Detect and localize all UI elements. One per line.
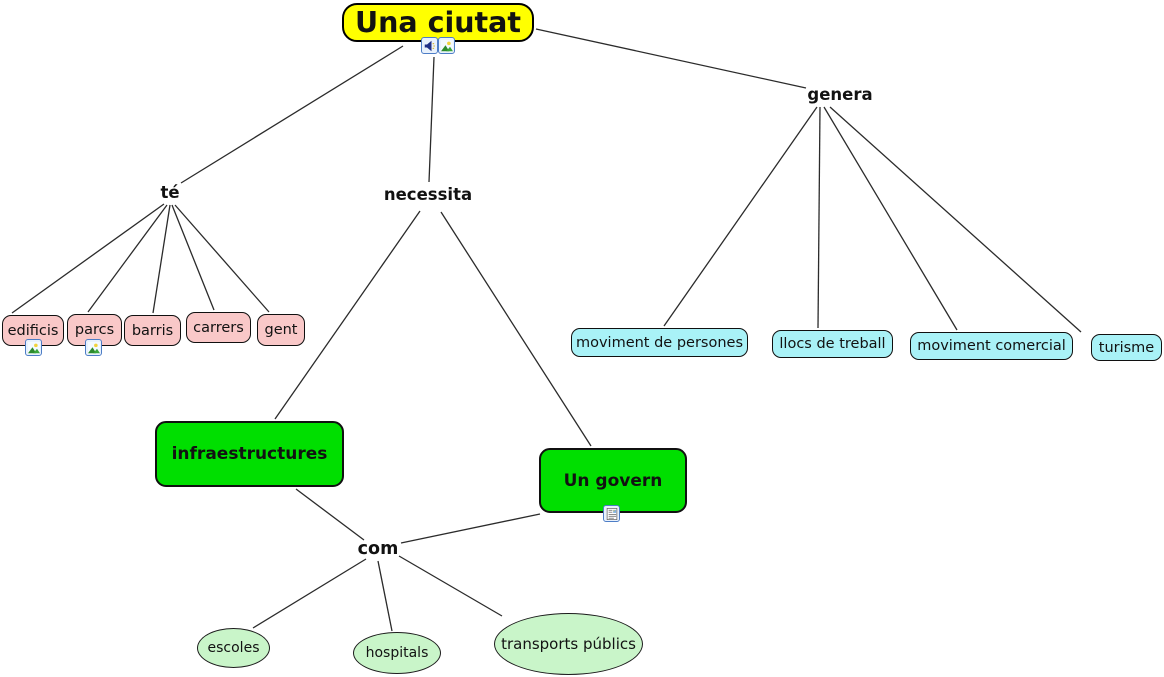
landscape-icon	[440, 39, 453, 52]
connector-una-ciutat-to-te	[180, 45, 404, 184]
linking-word-genera[interactable]: genera	[807, 84, 873, 104]
concept-hospitals[interactable]: hospitals	[353, 632, 441, 674]
connector-un-govern-to-com	[400, 513, 541, 544]
concept-escoles[interactable]: escoles	[197, 628, 270, 668]
concept-llocs-de-treball[interactable]: llocs de treball	[772, 330, 893, 358]
connector-te-to-barris	[152, 204, 171, 314]
concept-barris[interactable]: barris	[124, 315, 181, 346]
concept-un-govern[interactable]: Un govern	[539, 448, 687, 513]
connector-necessita-to-infraestructures	[274, 210, 421, 420]
audio-resource-icon[interactable]	[421, 37, 438, 54]
landscape-icon	[87, 341, 100, 354]
connector-te-to-edificis	[11, 203, 165, 314]
speaker-icon	[424, 40, 435, 51]
linking-word-com[interactable]: com	[357, 539, 399, 559]
connector-te-to-carrers	[171, 204, 215, 311]
document-resource-icon[interactable]	[603, 505, 620, 522]
connector-genera-to-moviment-de-persones	[663, 106, 818, 327]
connector-infraestructures-to-com	[295, 488, 365, 541]
image-resource-icon[interactable]	[438, 37, 455, 54]
connector-com-to-escoles	[252, 558, 367, 629]
linking-word-necessita[interactable]: necessita	[383, 184, 473, 204]
connector-genera-to-moviment-comercial	[823, 106, 958, 331]
concept-infraestructures[interactable]: infraestructures	[155, 421, 344, 487]
connector-una-ciutat-to-necessita	[428, 56, 435, 183]
document-icon	[606, 507, 617, 520]
connector-te-to-gent	[174, 204, 270, 313]
concept-moviment-comercial[interactable]: moviment comercial	[910, 332, 1073, 360]
concept-carrers[interactable]: carrers	[186, 312, 251, 343]
connector-com-to-hospitals	[377, 560, 393, 632]
connector-una-ciutat-to-genera	[535, 28, 807, 89]
landscape-icon	[27, 341, 40, 354]
connector-necessita-to-un-govern	[440, 211, 592, 447]
image-resource-icon[interactable]	[25, 339, 42, 356]
concept-gent[interactable]: gent	[257, 314, 305, 346]
connector-genera-to-llocs-de-treball	[817, 106, 821, 329]
concept-transports-publics[interactable]: transports públics	[494, 613, 643, 675]
connector-te-to-parcs	[87, 204, 168, 313]
concept-turisme[interactable]: turisme	[1091, 334, 1162, 361]
connector-com-to-transports-publics	[398, 555, 503, 617]
linking-word-te[interactable]: té	[160, 182, 180, 202]
concept-moviment-de-persones[interactable]: moviment de persones	[571, 328, 748, 357]
connector-genera-to-turisme	[829, 106, 1082, 333]
concept-una-ciutat[interactable]: Una ciutat	[342, 3, 534, 42]
image-resource-icon[interactable]	[85, 339, 102, 356]
